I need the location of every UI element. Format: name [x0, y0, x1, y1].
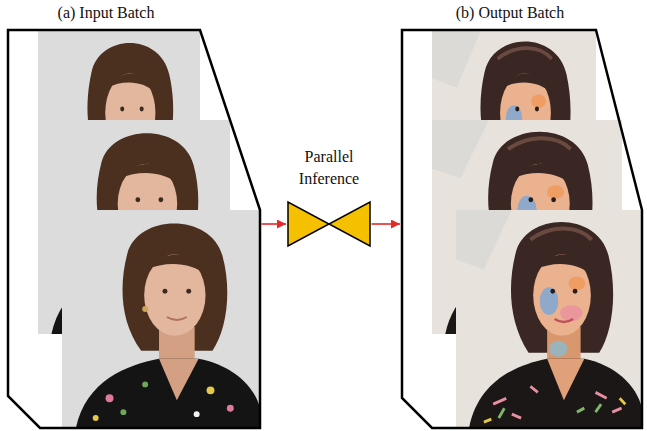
input-batch-panel: (a) Input Batch: [6, 0, 264, 431]
inference-bowtie-polygon: [329, 202, 370, 246]
output-batch-panel-polygon: [402, 30, 642, 428]
inference-bowtie-shape: [288, 202, 370, 246]
panel-heading: (a) Input Batch: [6, 2, 206, 24]
inference-bowtie: Parallel Inference: [279, 144, 379, 250]
flow-arrow: [262, 223, 287, 225]
output-painting: [456, 210, 642, 428]
output-batch-panel-outline: [398, 0, 646, 431]
output-batch-panel-shape: [402, 30, 642, 428]
input-batch-panel-shape: [8, 30, 260, 428]
flow-arrow: [372, 223, 401, 225]
input-batch-panel-outline: [6, 0, 264, 431]
input-batch-panel-polygon: [8, 30, 260, 428]
output-batch-panel: (b) Output Batch: [398, 0, 646, 431]
inference-bowtie-polygon: [288, 202, 329, 246]
panel-heading: (b) Output Batch: [398, 2, 622, 24]
input-portrait: [62, 210, 260, 428]
model-label: Parallel Inference: [289, 146, 369, 189]
